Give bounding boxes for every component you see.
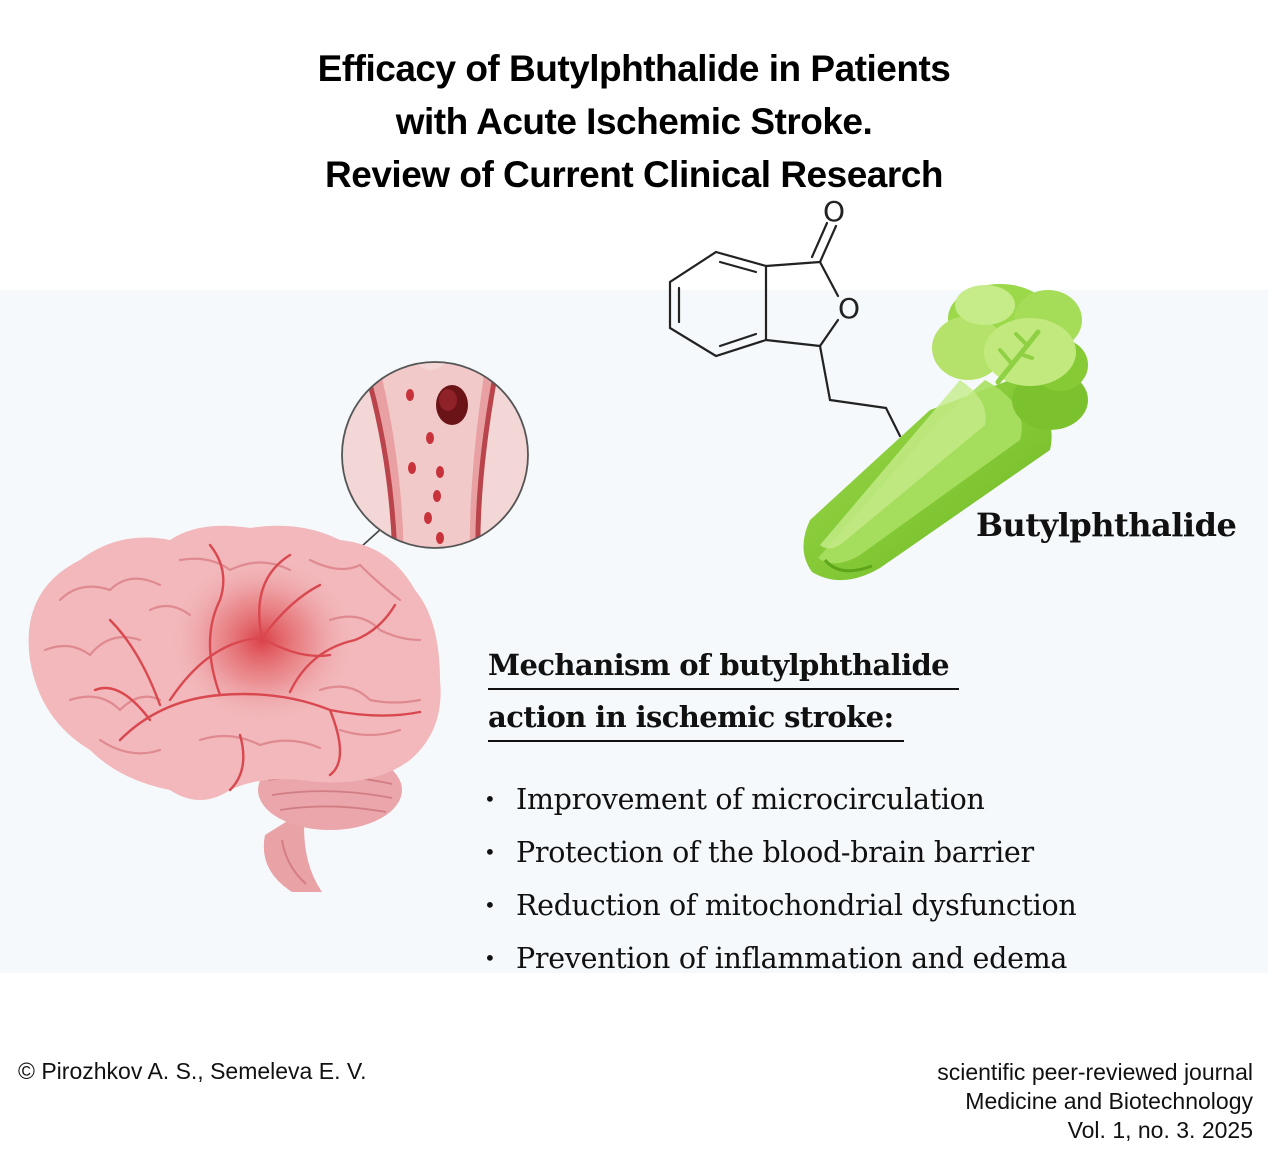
molecule-atom-o-carbonyl: O [823,195,845,228]
list-item-text: Prevention of inflammation and edema [516,942,1068,975]
bullet-icon: • [484,840,496,864]
list-item-text: Reduction of mitochondrial dysfunction [516,889,1077,922]
bullet-icon: • [484,893,496,917]
page-title: Efficacy of Butylphthalide in Patients w… [0,42,1268,201]
title-line-3: Review of Current Clinical Research [325,154,943,195]
molecule-atom-o-ring: O [838,292,860,325]
mechanism-list: • Improvement of microcirculation • Protec… [484,777,1077,989]
title-line-2: with Acute Ischemic Stroke. [395,101,873,142]
list-item: • Protection of the blood-brain barrier [484,830,1076,883]
copyright-text: © Pirozhkov A. S., Semeleva E. V. [18,1058,367,1084]
celery-icon [803,284,1088,581]
title-line-1: Efficacy of Butylphthalide in Patients [317,48,951,89]
list-item: • Reduction of mitochondrial dysfunction [484,883,1077,936]
journal-line-2: Medicine and Biotechnology [965,1088,1253,1114]
vessel-clot-magnifier [341,361,529,549]
mechanism-heading-line-2: action in ischemic stroke: [488,700,904,742]
list-item-text: Protection of the blood-brain barrier [516,836,1034,869]
journal-line-3: Vol. 1, no. 3. 2025 [1067,1117,1253,1143]
bullet-icon: • [484,787,496,811]
journal-info: scientific peer-reviewed journal Medicin… [937,1058,1253,1145]
illustration-art: O O [28,195,1088,892]
list-item: • Prevention of inflammation and edema [484,936,1076,989]
list-item-text: Improvement of microcirculation [516,783,985,816]
brain-icon [28,525,441,892]
mechanism-heading: Mechanism of butylphthalide action in is… [488,648,960,752]
bullet-icon: • [484,946,496,970]
journal-line-1: scientific peer-reviewed journal [937,1059,1253,1085]
mechanism-heading-line-1: Mechanism of butylphthalide [488,648,960,690]
molecule-structure [668,221,902,438]
drug-label: Butylphthalide [976,506,1237,544]
list-item: • Improvement of microcirculation [484,777,1076,830]
